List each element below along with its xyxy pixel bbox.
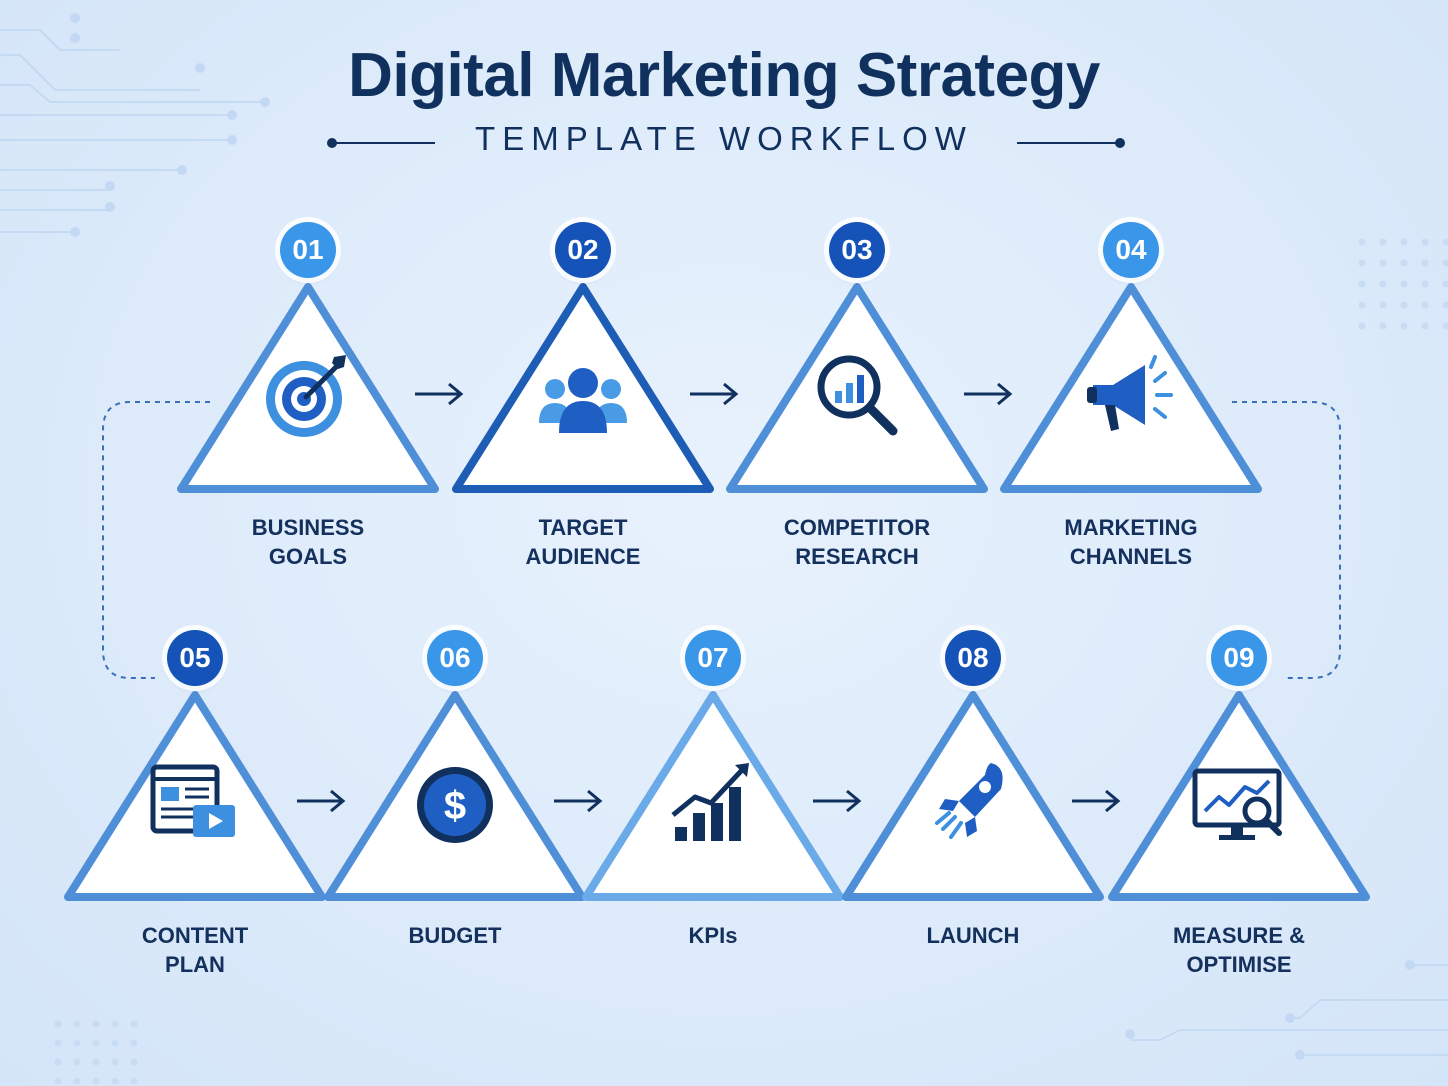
target-icon — [266, 355, 346, 437]
step-number-badge: 05 — [167, 630, 223, 686]
monitor-analytics-icon — [1192, 768, 1282, 840]
magnifier-chart-icon — [817, 355, 898, 436]
megaphone-icon — [1087, 355, 1173, 431]
svg-text:$: $ — [444, 784, 466, 828]
step-label: LAUNCH — [926, 923, 1020, 948]
step-number-badge: 02 — [555, 222, 611, 278]
arrow-right-icon — [554, 789, 603, 813]
people-icon — [539, 368, 627, 433]
subtitle-rules — [327, 138, 1125, 148]
arrow-right-icon — [964, 382, 1013, 406]
step-triangle — [582, 691, 844, 901]
dollar-icon: $ — [417, 767, 493, 843]
step-label: BUDGET — [408, 923, 502, 948]
arrow-right-icon — [415, 382, 464, 406]
page-subtitle: TEMPLATE WORKFLOW — [475, 120, 973, 157]
step-number-badge: 04 — [1103, 222, 1159, 278]
step-number-badge: 06 — [427, 630, 483, 686]
rocket-icon — [935, 763, 1003, 839]
step-label: MEASURE &OPTIMISE — [1172, 923, 1305, 977]
step-number-badge: 01 — [280, 222, 336, 278]
page-title: Digital Marketing Strategy — [348, 41, 1100, 110]
step-number-badge: 07 — [685, 630, 741, 686]
arrow-right-icon — [690, 382, 739, 406]
content-icon — [150, 764, 235, 837]
growth-chart-icon — [671, 763, 749, 841]
step-number-badge: 08 — [945, 630, 1001, 686]
arrow-right-icon — [813, 789, 862, 813]
step-label: KPIs — [688, 923, 738, 948]
step-number-badge: 03 — [829, 222, 885, 278]
arrow-right-icon — [297, 789, 346, 813]
step-number-badge: 09 — [1211, 630, 1267, 686]
arrow-right-icon — [1072, 789, 1121, 813]
